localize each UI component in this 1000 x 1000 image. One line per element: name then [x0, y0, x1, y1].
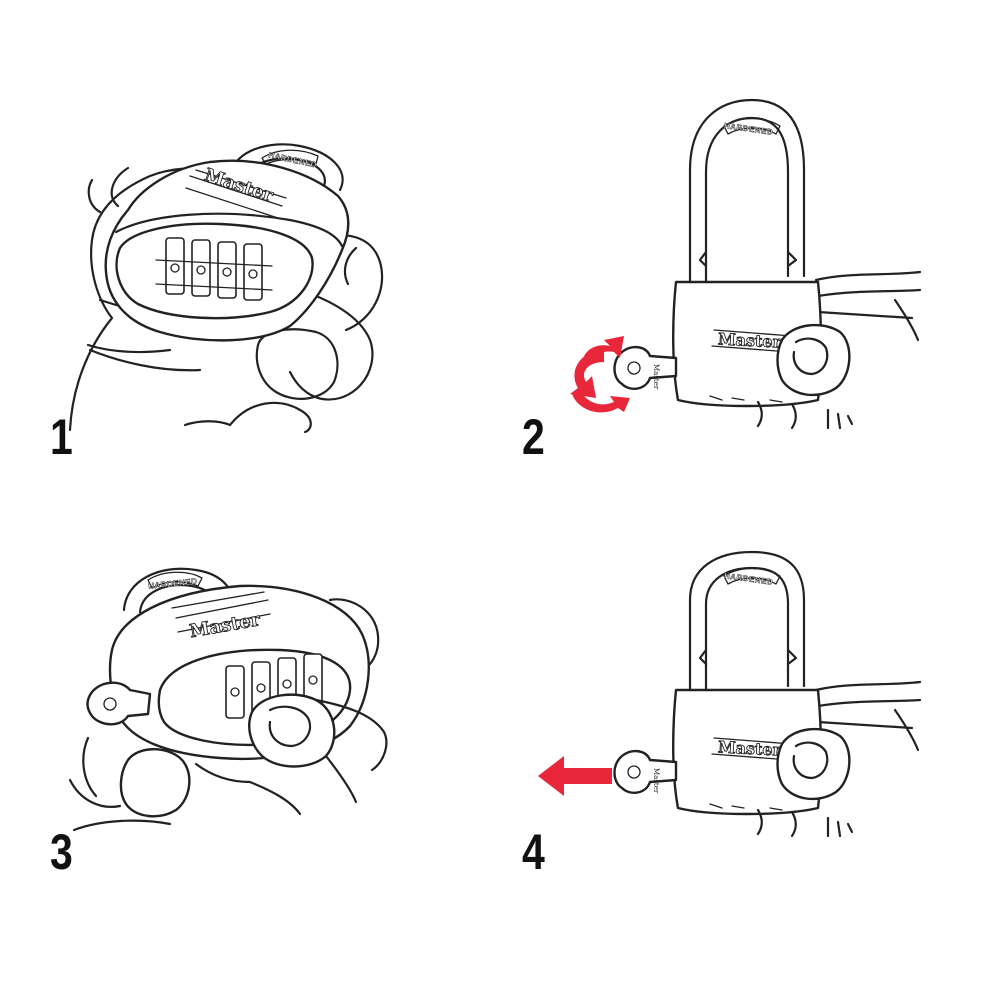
step-number-3: 3	[50, 824, 73, 880]
step-number-2: 2	[522, 409, 545, 465]
arrow-left-icon	[538, 756, 612, 796]
step-3-illustration: HARDENED Master	[68, 567, 388, 832]
step-4-illustration: HARDENED Master Master	[538, 550, 922, 838]
shackle-stamp-text: HARDENED	[148, 577, 198, 591]
step-number-1: 1	[50, 409, 73, 465]
step-4-panel: HARDENED Master Master 4	[500, 500, 1000, 1000]
lock-brand-text: Master	[718, 329, 783, 351]
shackle-stamp-text: HARDENED	[723, 571, 773, 587]
rotate-arrow-icon	[570, 336, 630, 413]
step-2-illustration: HARDENED Master Master	[570, 98, 922, 430]
step-1-illustration: HARDENED Master	[68, 143, 384, 434]
step-1-panel: HARDENED Master 1	[0, 0, 500, 500]
lock-brand-text: Master	[718, 737, 783, 759]
key-brand-text: Master	[652, 768, 660, 794]
step-number-4: 4	[522, 824, 545, 880]
key-brand-text: Master	[652, 364, 660, 390]
step-2-panel: HARDENED Master Master 2	[500, 0, 1000, 500]
shackle-stamp-text: HARDENED	[723, 121, 773, 137]
step-3-panel: HARDENED Master 3	[0, 500, 500, 1000]
